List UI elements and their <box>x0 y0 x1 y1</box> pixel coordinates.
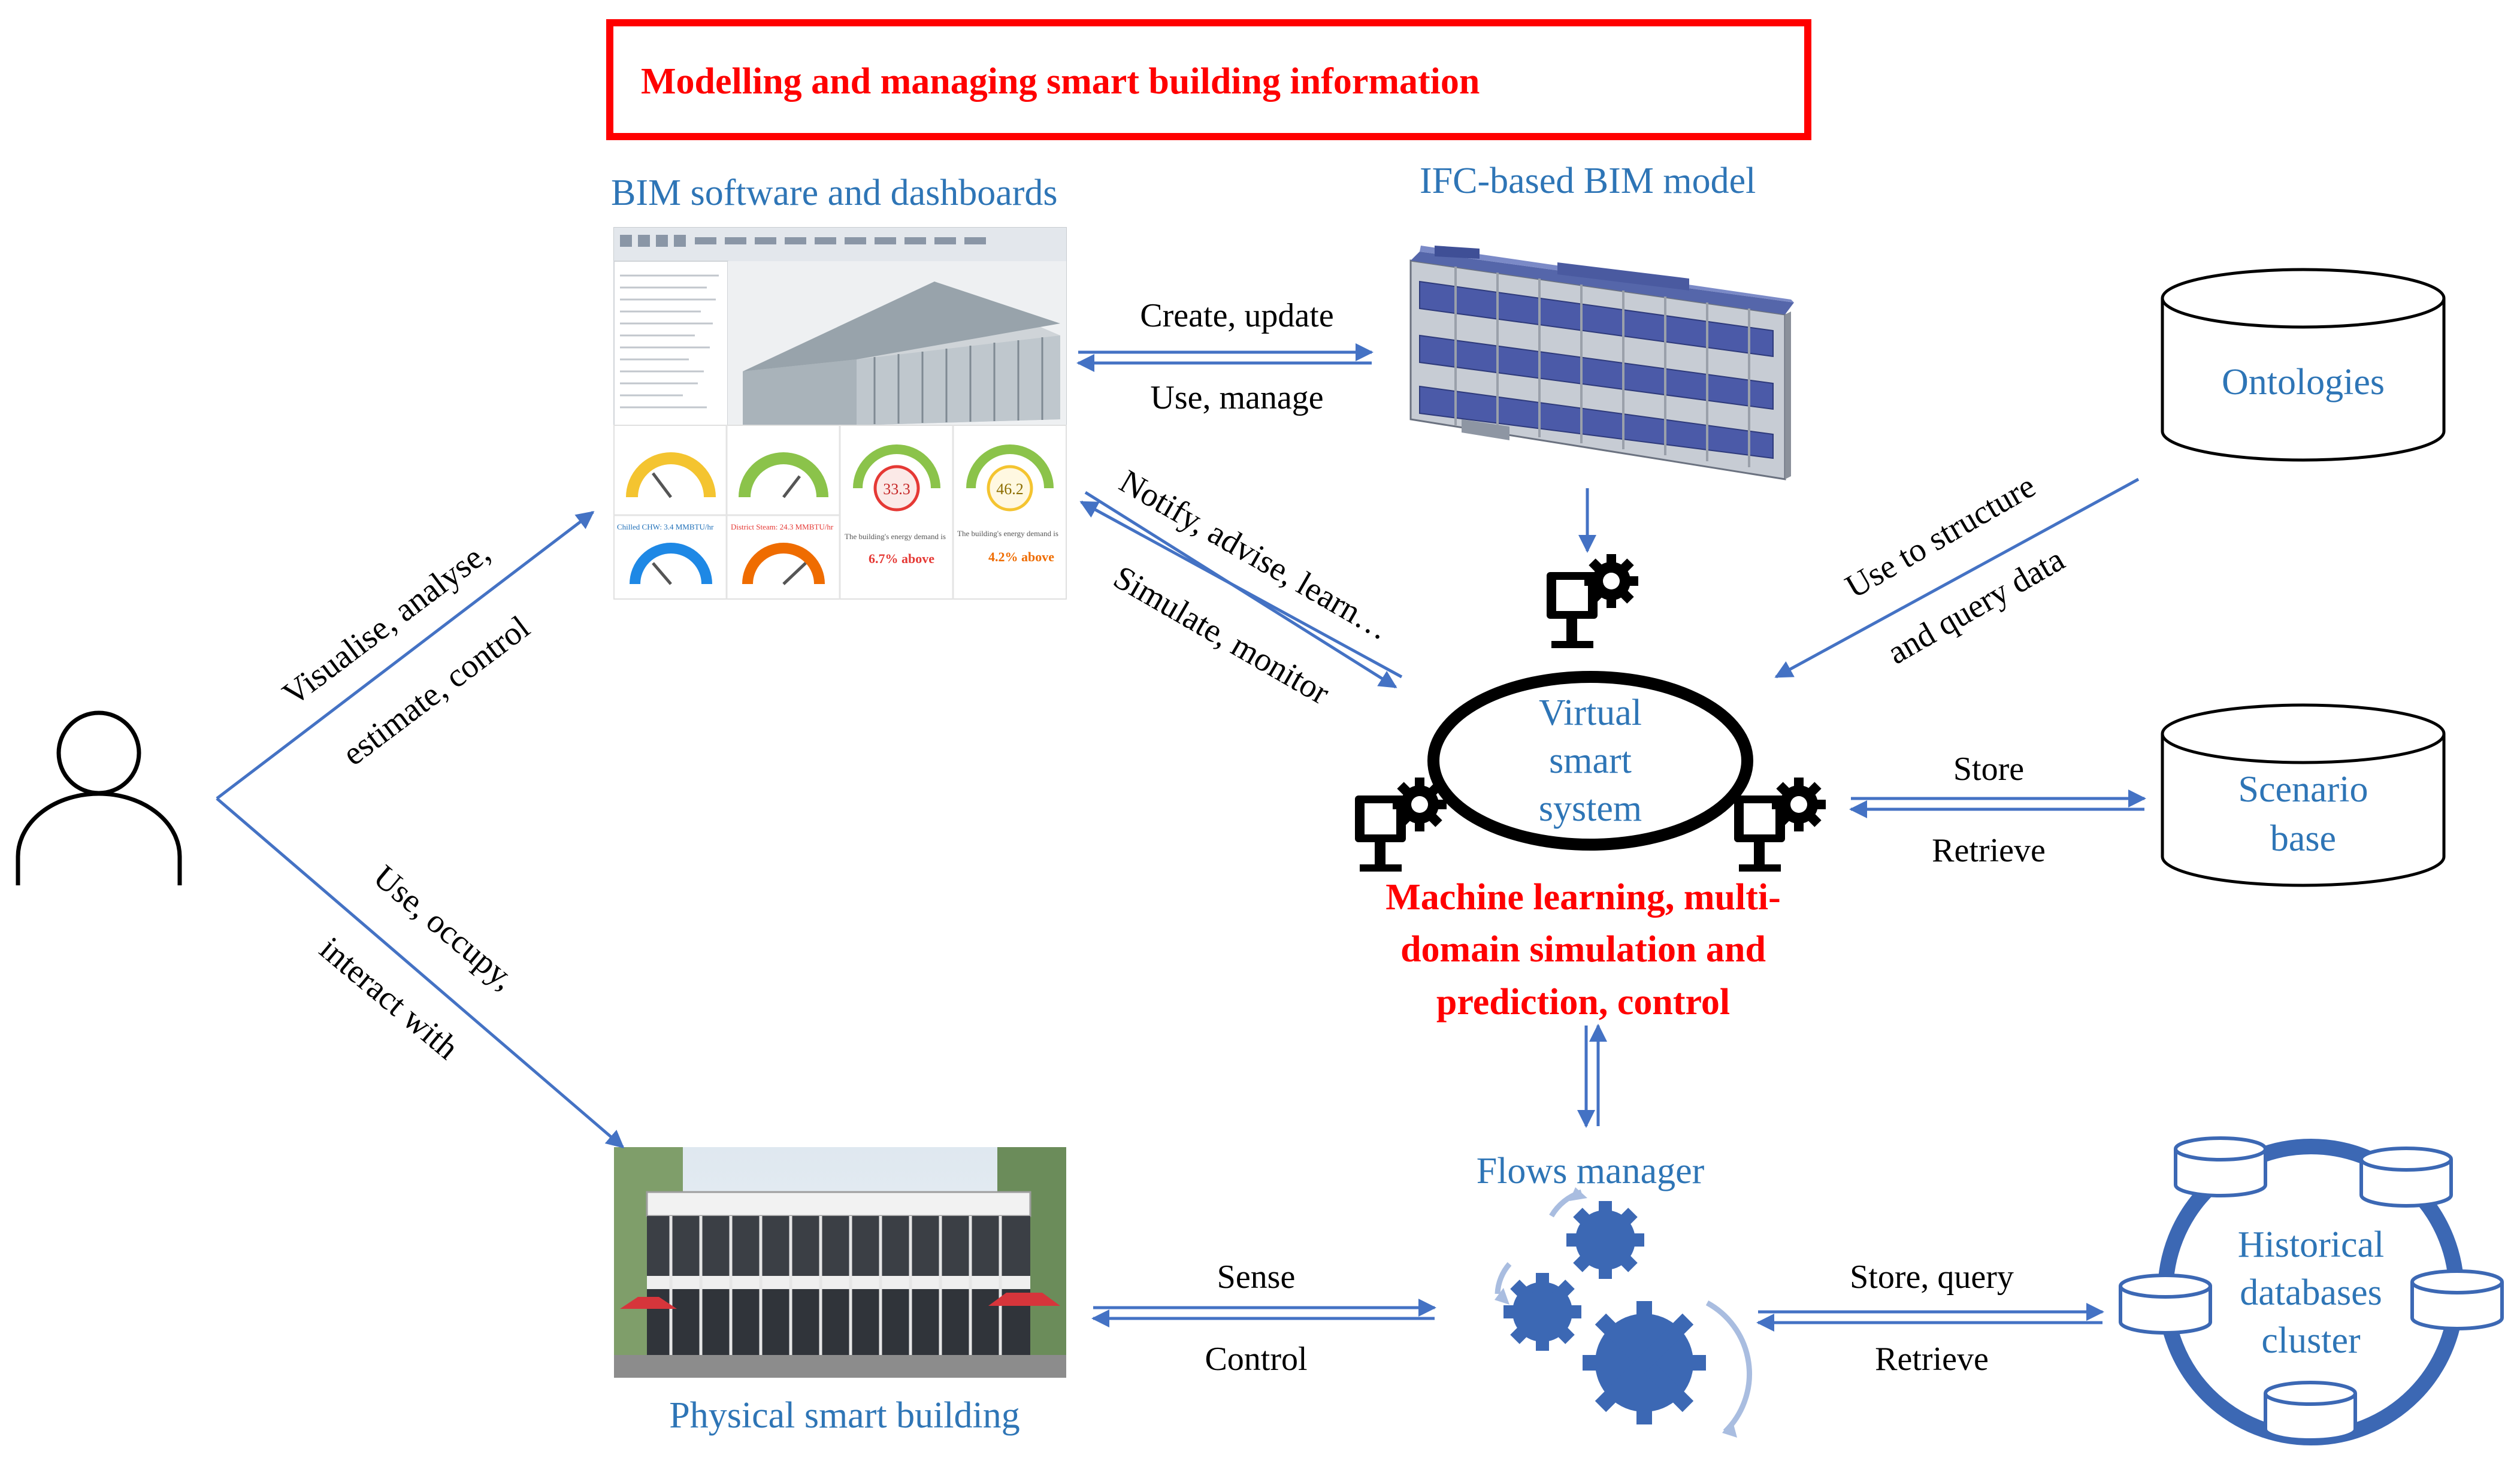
computer-gear-icon-right <box>1734 778 1826 872</box>
virtual-system-line-1: Virtual <box>1539 692 1642 733</box>
ml-caption-line-3: prediction, control <box>1436 982 1730 1023</box>
ml-caption-line-2: domain simulation and <box>1400 929 1766 970</box>
gauge-4: 46.2 <box>966 444 1054 512</box>
gauge-3: 33.3 <box>853 444 940 512</box>
ifc-model-label: IFC-based BIM model <box>1420 161 1756 201</box>
label-create-update: Create, update <box>1140 297 1333 334</box>
user-icon <box>16 710 182 885</box>
db-cylinder-icon-5 <box>2264 1381 2357 1442</box>
bim-dashboard-screenshot: 33.3 46.2 Chilled CHW: 3.4 MMBTU/hr Dist… <box>613 227 1067 600</box>
historical-db-line-2: databases <box>2240 1272 2382 1313</box>
db-cylinder-icon-2 <box>2359 1147 2453 1208</box>
connector-arrows <box>216 343 2146 1332</box>
energy-value-2: 4.2% above <box>988 549 1054 564</box>
gauge-caption-2: District Steam: 24.3 MMBTU/hr <box>731 522 834 531</box>
gauge-4-reading: 46.2 <box>996 480 1024 498</box>
arrow-visualise <box>216 511 595 800</box>
scenario-base-label-1: Scenario <box>2238 769 2368 810</box>
ifc-building-model <box>1409 246 1794 480</box>
arrow-simulate <box>1084 491 1397 689</box>
label-use-occupy-2: interact with <box>313 930 465 1066</box>
gauge-6 <box>742 543 825 585</box>
ml-caption: Machine learning, multi- domain simulati… <box>1385 877 1781 1023</box>
virtual-system-line-2: smart <box>1549 740 1632 781</box>
ontologies-database: Ontologies <box>2161 268 2446 462</box>
physical-building-label: Physical smart building <box>669 1395 1020 1436</box>
label-store: Store <box>1953 751 2024 788</box>
ml-caption-line-1: Machine learning, multi- <box>1385 877 1781 918</box>
scenario-base-label-2: base <box>2270 818 2336 859</box>
physical-building-photo <box>614 1147 1066 1378</box>
label-sense: Sense <box>1217 1259 1296 1296</box>
gauge-caption-1: Chilled CHW: 3.4 MMBTU/hr <box>617 522 714 531</box>
label-retrieve: Retrieve <box>1932 832 2046 869</box>
db-cylinder-icon-3 <box>2119 1274 2212 1335</box>
toolbar-icons <box>620 235 986 247</box>
computer-gear-icon-left <box>1355 778 1447 872</box>
title-text: Modelling and managing smart building in… <box>641 61 1480 102</box>
gauge-5 <box>630 543 712 585</box>
label-control: Control <box>1205 1341 1307 1378</box>
label-store-query: Store, query <box>1850 1259 2014 1296</box>
gauge-3-reading: 33.3 <box>883 480 910 498</box>
energy-note-2: The building's energy demand is <box>957 529 1058 538</box>
db-cylinder-icon-1 <box>2174 1136 2267 1197</box>
arrow-use-occupy <box>216 797 625 1148</box>
flows-manager-gears-icon <box>1495 1187 1752 1438</box>
flows-manager-label: Flows manager <box>1477 1151 1705 1191</box>
scenario-base-database: Scenario base <box>2161 703 2446 887</box>
label-use-manage: Use, manage <box>1150 379 1323 416</box>
db-cylinder-icon-4 <box>2410 1269 2504 1330</box>
bim-software-label: BIM software and dashboards <box>611 173 1058 213</box>
label-retrieve-historical: Retrieve <box>1875 1341 1989 1378</box>
computer-gear-icon-top <box>1547 554 1638 648</box>
properties-panel <box>613 261 728 426</box>
gauge-1 <box>626 452 716 498</box>
virtual-smart-system: Virtual smart system <box>1427 671 1753 851</box>
virtual-system-line-3: system <box>1539 788 1642 829</box>
ontologies-label: Ontologies <box>2222 362 2385 403</box>
edge-labels: Create, update Use, manage Notify, advis… <box>276 297 2071 1378</box>
db-cylinder-icons <box>2119 1136 2504 1442</box>
energy-note-1: The building's energy demand is <box>845 532 946 541</box>
historical-db-line-1: Historical <box>2238 1224 2385 1265</box>
title-box: Modelling and managing smart building in… <box>606 19 1811 140</box>
label-notify: Notify, advise, learn… <box>1114 463 1396 648</box>
arrow-use-structure <box>1774 477 2140 679</box>
gauge-2 <box>739 452 828 498</box>
energy-value-1: 6.7% above <box>869 551 934 566</box>
historical-db-line-3: cluster <box>2261 1320 2361 1361</box>
